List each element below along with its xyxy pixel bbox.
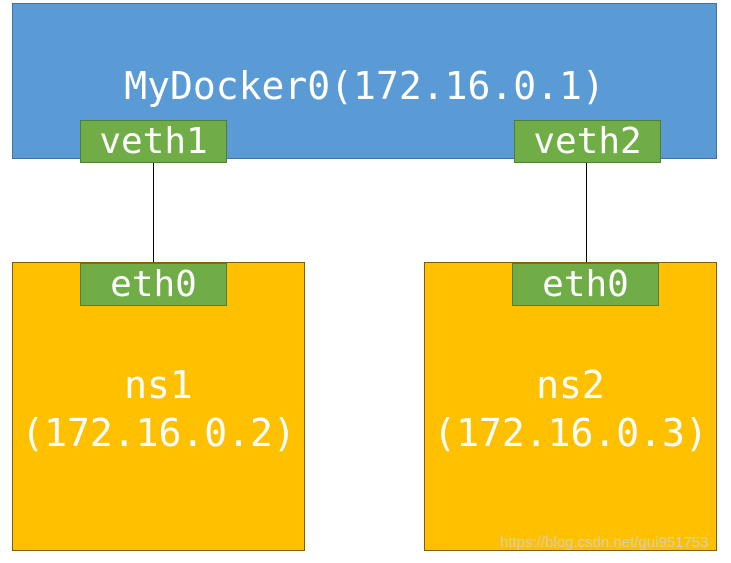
namespace-box-ns2: ns2 (172.16.0.3) — [424, 262, 717, 551]
veth2-eth0-link — [586, 163, 587, 263]
veth2-port: veth2 — [514, 120, 661, 163]
namespace-box-ns1: ns1 (172.16.0.2) — [12, 262, 305, 551]
veth1-port: veth1 — [80, 120, 227, 163]
eth0-port-ns2: eth0 — [512, 263, 659, 306]
namespace-ip: (172.16.0.3) — [433, 411, 708, 455]
watermark: https://blog.csdn.net/gui951753 — [500, 534, 709, 551]
namespace-name: ns2 — [536, 363, 605, 407]
eth0-port-ns1: eth0 — [80, 263, 227, 306]
bridge-label: MyDocker0(172.16.0.1) — [124, 64, 605, 108]
namespace-name: ns1 — [124, 363, 193, 407]
namespace-ip: (172.16.0.2) — [21, 411, 296, 455]
veth1-eth0-link — [153, 163, 154, 263]
